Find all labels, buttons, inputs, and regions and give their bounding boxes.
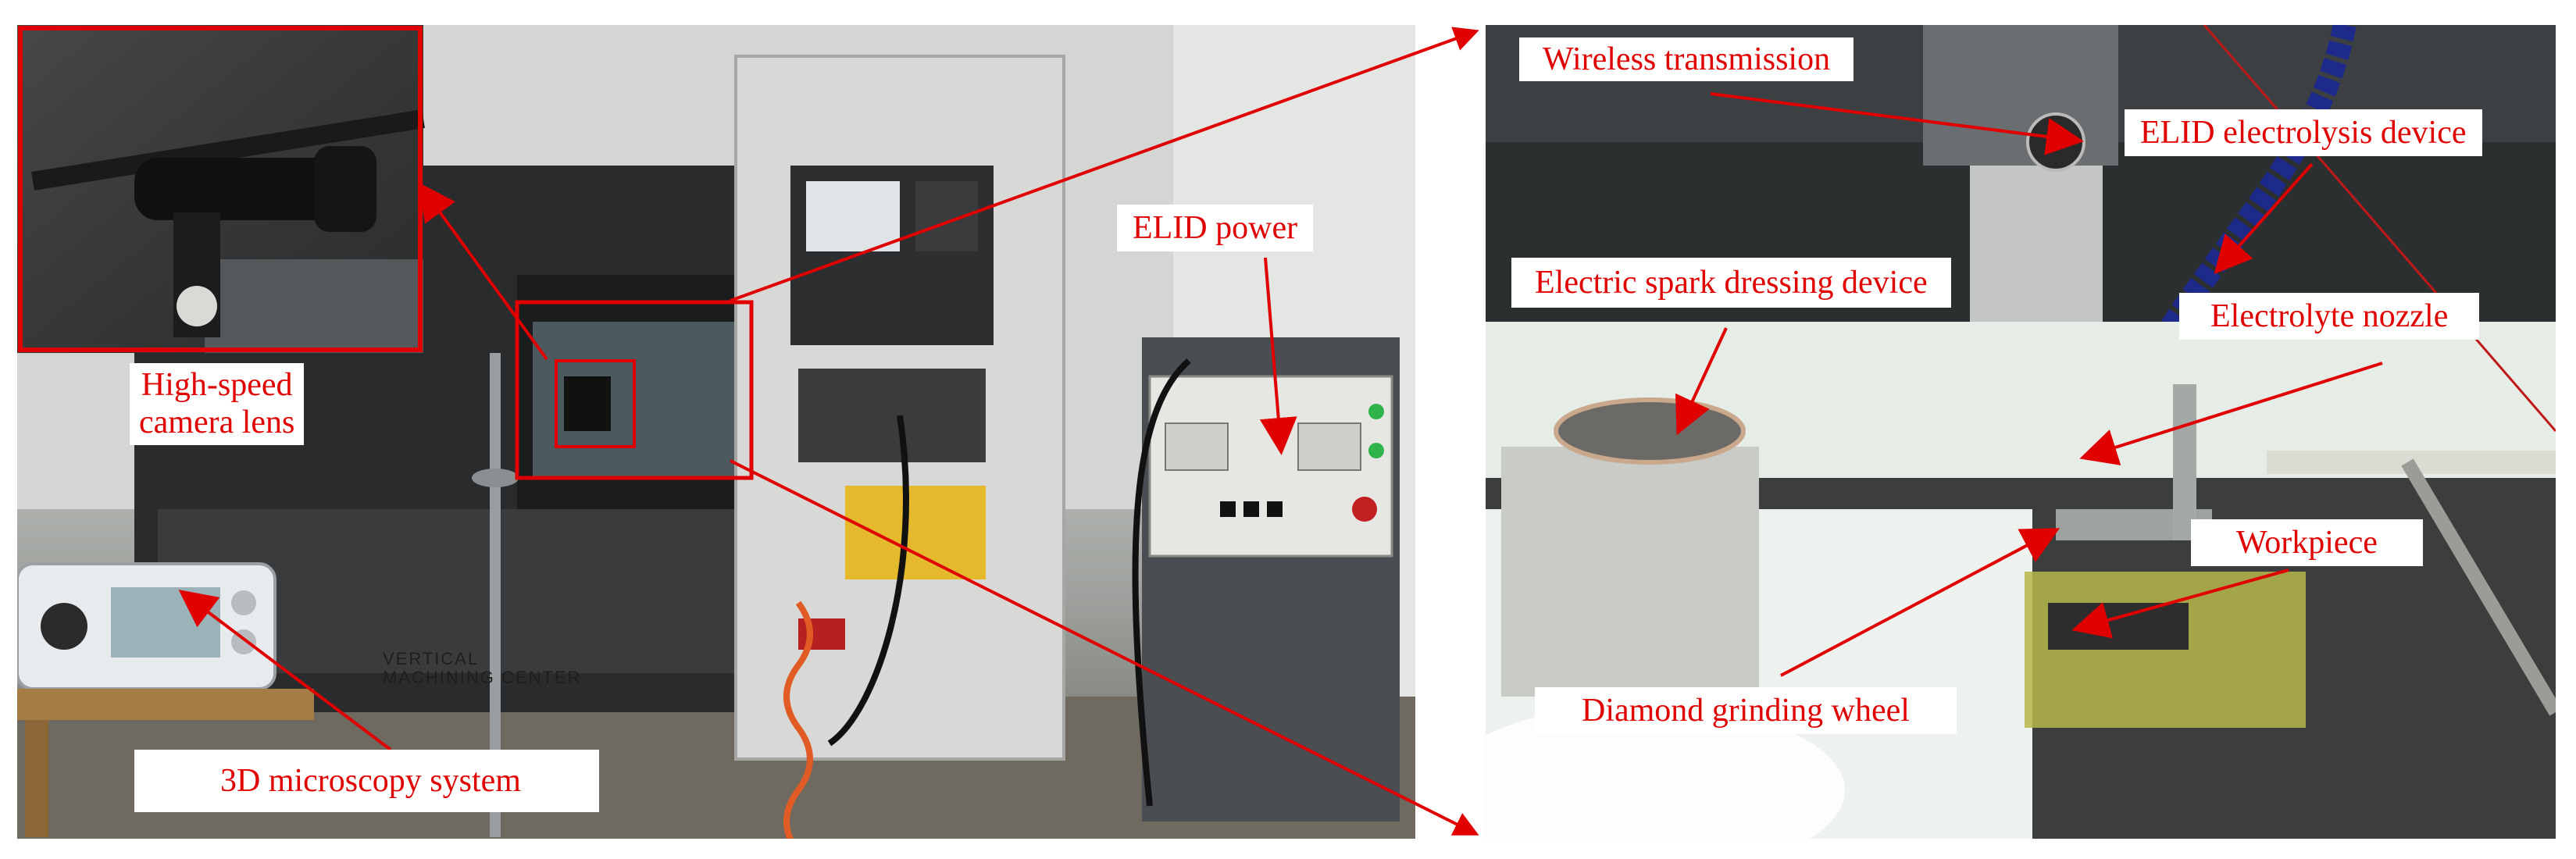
arrow-camera <box>418 182 548 361</box>
arrow-wireless <box>1710 92 2084 155</box>
label-high-speed-camera: High-speed camera lens <box>130 363 305 445</box>
zoom-connector-bottom <box>730 459 1479 836</box>
machine-plate-text: VERTICAL MACHINING CENTER <box>383 649 582 688</box>
machine-plate-line1: VERTICAL <box>383 649 480 668</box>
label-diamond-grinding-wheel: Diamond grinding wheel <box>1535 687 1957 735</box>
label-electrolyte-nozzle: Electrolyte nozzle <box>2179 293 2480 340</box>
label-camera-line1: High-speed <box>141 367 293 403</box>
label-elid-electrolysis-device: ELID electrolysis device <box>2125 109 2482 157</box>
label-wireless-transmission: Wireless transmission <box>1519 37 1854 82</box>
machine-plate-line2: MACHINING CENTER <box>383 668 582 688</box>
arrow-elid-power <box>1259 257 1297 455</box>
label-3d-microscopy-system: 3D microscopy system <box>134 750 599 813</box>
zoom-connector-top <box>730 27 1479 302</box>
arrow-nozzle <box>2079 362 2383 465</box>
arrow-elid-device <box>2214 162 2314 274</box>
arrow-grinding-wheel <box>1780 528 2060 677</box>
arrow-workpiece <box>2071 569 2289 639</box>
label-workpiece: Workpiece <box>2191 519 2423 567</box>
arrow-microscopy <box>178 590 392 751</box>
arrow-spark <box>1675 327 1728 436</box>
label-electric-spark-dressing-device: Electric spark dressing device <box>1511 258 1951 308</box>
label-elid-power: ELID power <box>1117 205 1314 252</box>
label-camera-line2: camera lens <box>139 405 295 441</box>
